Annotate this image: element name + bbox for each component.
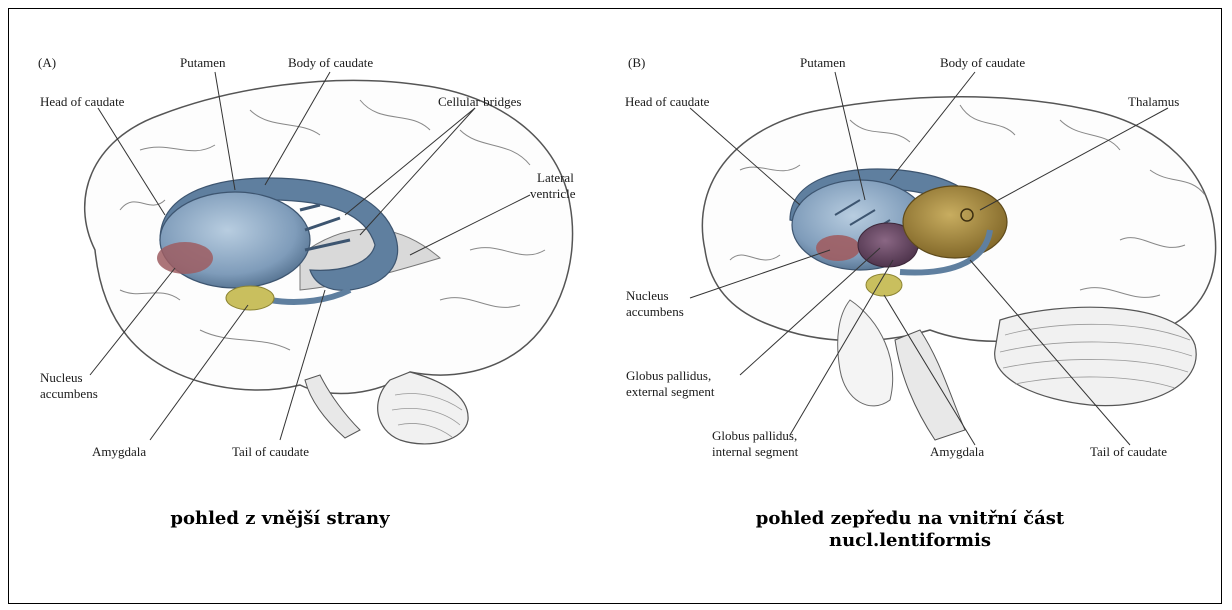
panel-b-tag: (B) — [628, 55, 645, 70]
panel-a-caption: pohled z vnější strany — [120, 508, 440, 530]
panel-b-brainstem — [895, 330, 965, 440]
panel-a-label-head-caudate: Head of caudate — [40, 94, 125, 109]
panel-b-label-globus-ext-1: Globus pallidus, — [626, 368, 711, 383]
panel-a-label-tail-caudate: Tail of caudate — [232, 444, 309, 459]
panel-b-label-thalamus: Thalamus — [1128, 94, 1179, 109]
panel-a-amygdala — [226, 286, 274, 310]
panel-b-amygdala — [866, 274, 902, 296]
panel-b-label-accumbens-2: accumbens — [626, 304, 684, 319]
panel-a-nucleus-accumbens — [157, 242, 213, 274]
panel-b-label-globus-int-2: internal segment — [712, 444, 799, 459]
panel-b-nucleus-accumbens — [816, 235, 860, 261]
panel-a-label-putamen: Putamen — [180, 55, 226, 70]
panel-b: (B) Putamen Body of caudate Head of caud… — [625, 55, 1216, 459]
panel-b-label-putamen: Putamen — [800, 55, 846, 70]
panel-a-label-body-caudate: Body of caudate — [288, 55, 373, 70]
panel-a-cerebellum — [378, 372, 468, 444]
panel-b-thalamus — [903, 186, 1007, 258]
panel-b-label-head-caudate: Head of caudate — [625, 94, 710, 109]
panel-a-label-cellular-bridges: Cellular bridges — [438, 94, 521, 109]
panel-a-tag: (A) — [38, 55, 56, 70]
panel-b-label-globus-int-1: Globus pallidus, — [712, 428, 797, 443]
panel-b-caption: pohled zepředu na vnitřní část nucl.lent… — [730, 508, 1090, 552]
panel-b-label-accumbens-1: Nucleus — [626, 288, 669, 303]
panel-b-label-globus-ext-2: external segment — [626, 384, 715, 399]
panel-a-cerebrum-outline — [85, 80, 573, 393]
panel-b-cerebellum — [995, 307, 1197, 405]
panel-a-label-accumbens-1: Nucleus — [40, 370, 83, 385]
panel-a-label-lateral-ventricle-2: ventricle — [530, 186, 576, 201]
panel-a-label-accumbens-2: accumbens — [40, 386, 98, 401]
panel-b-label-body-caudate: Body of caudate — [940, 55, 1025, 70]
panel-a-label-lateral-ventricle-1: Lateral — [537, 170, 574, 185]
panel-a: (A) Putamen Body of caudate Head of caud… — [38, 55, 576, 459]
panel-b-label-amygdala: Amygdala — [930, 444, 984, 459]
panel-a-label-amygdala: Amygdala — [92, 444, 146, 459]
panel-b-label-tail-caudate: Tail of caudate — [1090, 444, 1167, 459]
